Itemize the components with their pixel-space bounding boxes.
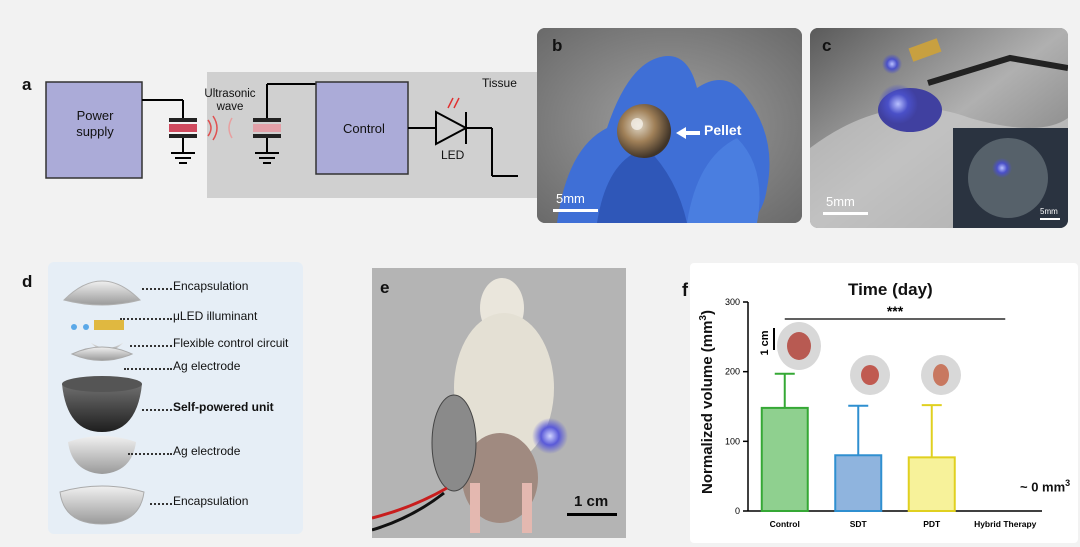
led-label: LED: [441, 148, 465, 162]
x-tick-label: Control: [770, 519, 800, 529]
panel-b-label: b: [552, 36, 563, 55]
control-circuit: [94, 320, 124, 330]
panel-c-scale-label: 5mm: [826, 194, 855, 209]
panel-e-photo: [372, 268, 626, 538]
panel-c-scale-bar: [823, 212, 868, 215]
x-tick-label: PDT: [923, 519, 941, 529]
image-scale-label: 1 cm: [759, 330, 771, 355]
control-box: [315, 81, 409, 175]
panel-e-scale-bar: [567, 513, 617, 516]
panel-f-background: [690, 263, 1078, 543]
result-note: ~ 0 mm3: [1020, 478, 1071, 495]
tissue-label: Tissue: [482, 76, 517, 90]
y-tick-label: 0: [735, 506, 740, 516]
pellet-label: Pellet: [704, 122, 742, 138]
panel-b-photo: [537, 28, 802, 223]
bar-control: [760, 406, 809, 512]
power-supply-box: [45, 81, 143, 179]
panel-e-scale-label: 1 cm: [574, 493, 609, 510]
panel-e-label: e: [380, 278, 390, 297]
layer-label: Ag electrode: [173, 444, 241, 458]
layer-leader-line: [124, 368, 172, 370]
mouse-body: [454, 313, 554, 463]
ag-electrode-bottom: [68, 436, 136, 474]
layer-leader-line: [142, 288, 172, 290]
pellet: [617, 104, 671, 158]
significance-marker: ***: [887, 303, 904, 319]
y-tick-label: 300: [725, 297, 740, 307]
led-symbol: [435, 110, 469, 146]
top-encapsulation: [63, 280, 141, 306]
ultrasonic-wave-label: Ultrasonic wave: [204, 88, 256, 113]
panel-c-inset-scale-label: 5mm: [1040, 207, 1058, 216]
panel-c-photo: [810, 28, 1068, 228]
y-tick-label: 200: [725, 367, 740, 377]
mouse-shaved-area: [462, 433, 538, 523]
self-powered-unit: [62, 378, 142, 432]
circuit-diagram: [45, 72, 539, 198]
layer-label: Encapsulation: [173, 494, 249, 508]
layer-label: Encapsulation: [173, 279, 249, 293]
layer-leader-line: [150, 503, 172, 505]
layer-leader-line: [128, 453, 172, 455]
panel-b-scale-label: 5mm: [556, 191, 585, 206]
layer-leader-line: [130, 345, 172, 347]
device-exploded-view: [59, 280, 145, 525]
y-tick-label: 100: [725, 436, 740, 446]
chart-title: Time (day): [848, 280, 933, 299]
x-tick-label: SDT: [850, 519, 868, 529]
mouse-image: [372, 268, 626, 538]
ag-electrode-top: [70, 346, 134, 361]
panel-b-scale-bar: [553, 209, 598, 212]
layer-label: μLED illuminant: [173, 309, 258, 323]
arrow-icon: [676, 127, 700, 139]
power-supply-label: Power supply: [76, 108, 114, 139]
glove-hand-image: [537, 28, 802, 223]
bottom-encapsulation: [59, 485, 145, 525]
panel-d-label: d: [22, 272, 33, 291]
ultrasound-transducer: [431, 394, 477, 492]
bar-sdt: [834, 454, 883, 512]
panel-f-label: f: [682, 280, 688, 300]
panel-c-inset-scale-bar: [1040, 218, 1060, 220]
layer-leader-line: [142, 409, 172, 411]
bar-pdt: [907, 456, 956, 513]
device-on-skin-image: [810, 28, 1068, 228]
layer-label: Self-powered unit: [173, 400, 274, 414]
panel-a-label: a: [22, 75, 32, 94]
layer-label: Ag electrode: [173, 359, 241, 373]
panel-c-label: c: [822, 36, 832, 55]
control-label: Control: [343, 121, 385, 136]
layer-label: Flexible control circuit: [173, 336, 289, 350]
layer-leader-line: [120, 318, 172, 320]
x-tick-label: Hybrid Therapy: [974, 519, 1037, 529]
glowing-implant: [532, 418, 568, 454]
